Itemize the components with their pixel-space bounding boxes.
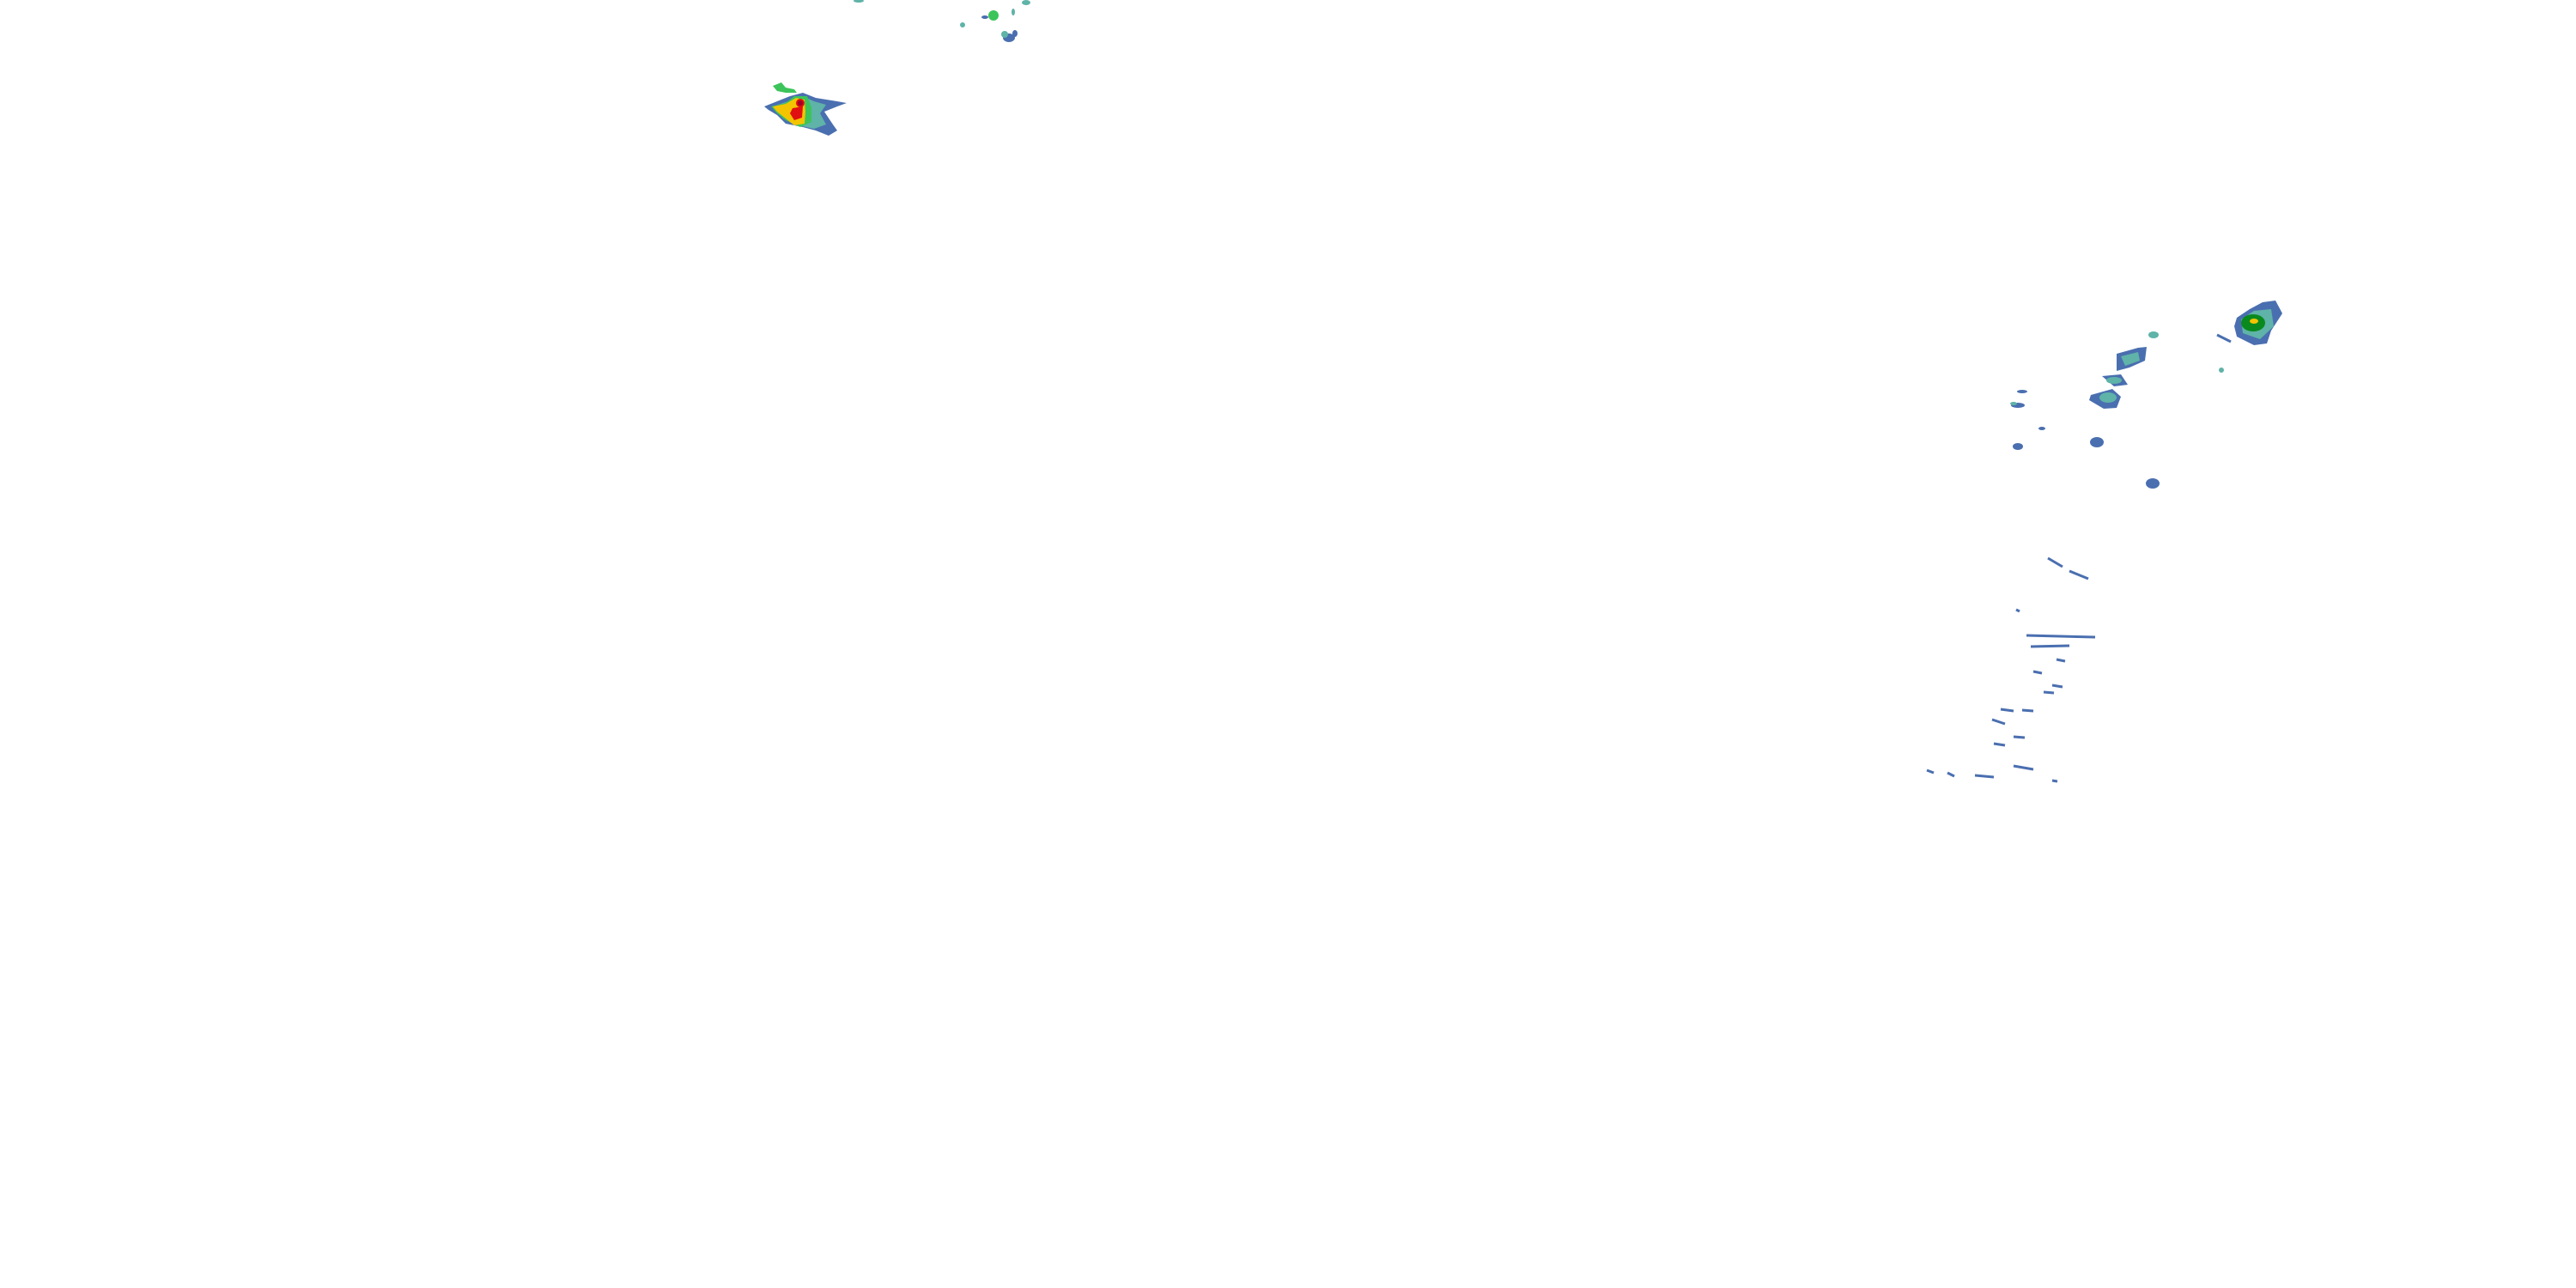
storm-cells-north xyxy=(854,0,1030,42)
light-precip-streaks xyxy=(1926,556,2096,783)
storm-cluster-east xyxy=(2010,301,2282,489)
storm-cell-main xyxy=(764,82,847,136)
